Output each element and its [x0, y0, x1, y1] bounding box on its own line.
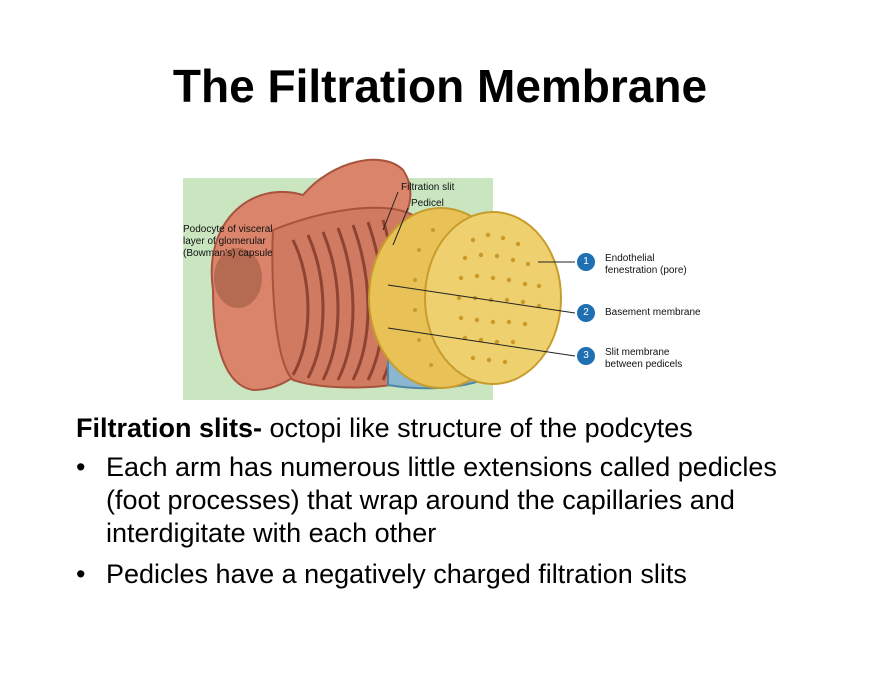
- callout-3-text: Slit membrane between pedicels: [605, 347, 683, 370]
- bullet-list: • Each arm has numerous little extensions…: [76, 451, 836, 591]
- slide-body: Filtration slits- octopi like structure …: [76, 412, 836, 599]
- callout-2-text: Basement membrane: [605, 307, 701, 318]
- callout-1-badge: 1: [577, 253, 595, 271]
- endothelial-pores: [413, 228, 542, 367]
- bullet-text: Pedicles have a negatively charged filtr…: [106, 559, 687, 589]
- bullet-text: Each arm has numerous little extensions …: [106, 452, 777, 548]
- bullet-item: • Each arm has numerous little extensions…: [76, 451, 836, 550]
- label-filtration-slit: Filtration slit: [401, 182, 455, 193]
- callout-2-badge: 2: [577, 304, 595, 322]
- bullet-glyph: •: [76, 559, 86, 589]
- filtration-membrane-figure: Filtration slit Pedicel Podocyte of visc…: [183, 140, 723, 405]
- bullet-item: • Pedicles have a negatively charged filt…: [76, 558, 836, 591]
- podocyte-nucleus: [214, 248, 262, 308]
- lead-term: Filtration slits-: [76, 413, 263, 443]
- callout-3-badge: 3: [577, 347, 595, 365]
- label-podocyte: Podocyte of visceral layer of glomerular…: [183, 224, 273, 259]
- filtration-membrane-illustration: [183, 158, 576, 400]
- callout-1-text: Endothelial fenestration (pore): [605, 253, 687, 276]
- lead-description: octopi like structure of the podcytes: [262, 413, 693, 443]
- capillary-end: [424, 211, 562, 385]
- leader-lines: [382, 191, 576, 357]
- label-pedicel: Pedicel: [411, 198, 444, 209]
- lead-line: Filtration slits- octopi like structure …: [76, 412, 836, 445]
- bullet-glyph: •: [76, 452, 86, 482]
- slide-title: The Filtration Membrane: [172, 60, 708, 112]
